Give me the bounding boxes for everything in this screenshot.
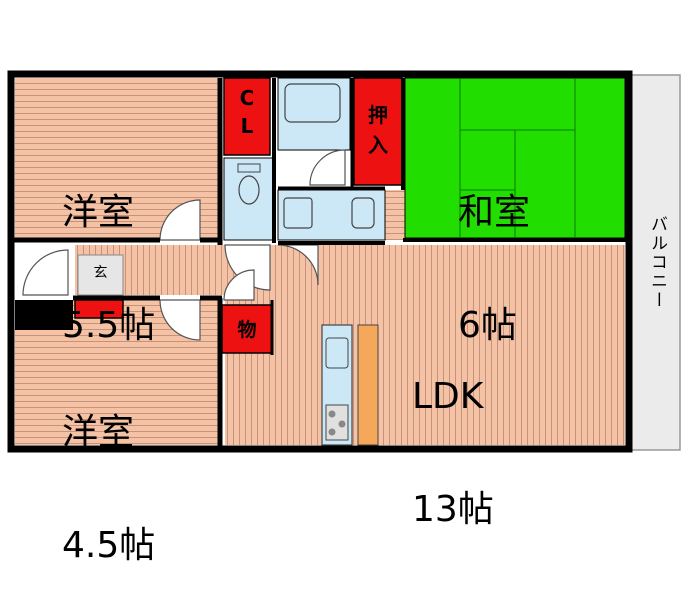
washbasin bbox=[283, 197, 313, 229]
japanese-room-tatami bbox=[404, 77, 626, 239]
burner-2 bbox=[338, 420, 346, 428]
entrance-genkan bbox=[77, 254, 124, 296]
oshiire bbox=[353, 77, 403, 186]
ldk-floor bbox=[225, 245, 625, 445]
balcony bbox=[629, 74, 681, 451]
door-swings bbox=[22, 149, 346, 341]
bathtub bbox=[284, 83, 341, 123]
oshiire-label-top: 押 bbox=[368, 103, 388, 127]
ldk-label: LDK 13帖 bbox=[412, 302, 494, 567]
walls bbox=[7, 70, 633, 453]
oshiire-label-bottom: 入 bbox=[368, 133, 388, 157]
closet-label: C L bbox=[224, 84, 270, 140]
burner-1 bbox=[328, 410, 336, 418]
kitchen-partition bbox=[357, 324, 379, 446]
oshiire-label: 押 入 bbox=[354, 100, 402, 160]
japanese-room-size: 6帖 bbox=[458, 304, 517, 346]
ldk-size: 13帖 bbox=[412, 488, 494, 530]
western-room-1-name: 洋室 bbox=[62, 191, 135, 233]
burner-3 bbox=[328, 428, 336, 436]
western-room-1-label: 洋室 5.5帖 bbox=[62, 118, 155, 383]
storeroom-label: 物 bbox=[237, 319, 257, 341]
toilet-bowl bbox=[238, 175, 260, 205]
western-room-1-size: 5.5帖 bbox=[62, 304, 156, 346]
toilet-tank bbox=[237, 163, 261, 173]
western-room-2-name: 洋室 bbox=[62, 411, 135, 453]
japanese-room-name: 和室 bbox=[458, 191, 531, 233]
storeroom bbox=[221, 304, 273, 354]
closet-label-top: C bbox=[239, 86, 255, 110]
western-room-2-size: 4.5帖 bbox=[62, 524, 156, 566]
kitchen-sink bbox=[325, 337, 349, 369]
western-room-2-label: 洋室 4.5帖 bbox=[62, 338, 155, 603]
floor-plan bbox=[7, 70, 681, 453]
japanese-room-label: 和室 6帖 bbox=[458, 118, 530, 383]
wall-block bbox=[15, 300, 73, 330]
entrance-label: 玄 bbox=[93, 265, 108, 281]
washing-machine bbox=[351, 197, 375, 229]
ldk-name: LDK bbox=[412, 375, 484, 417]
closet-label-bottom: L bbox=[240, 114, 254, 138]
wood-strip bbox=[385, 190, 405, 240]
closet-cl bbox=[223, 77, 271, 156]
balcony-label: バルコニー bbox=[647, 215, 667, 310]
